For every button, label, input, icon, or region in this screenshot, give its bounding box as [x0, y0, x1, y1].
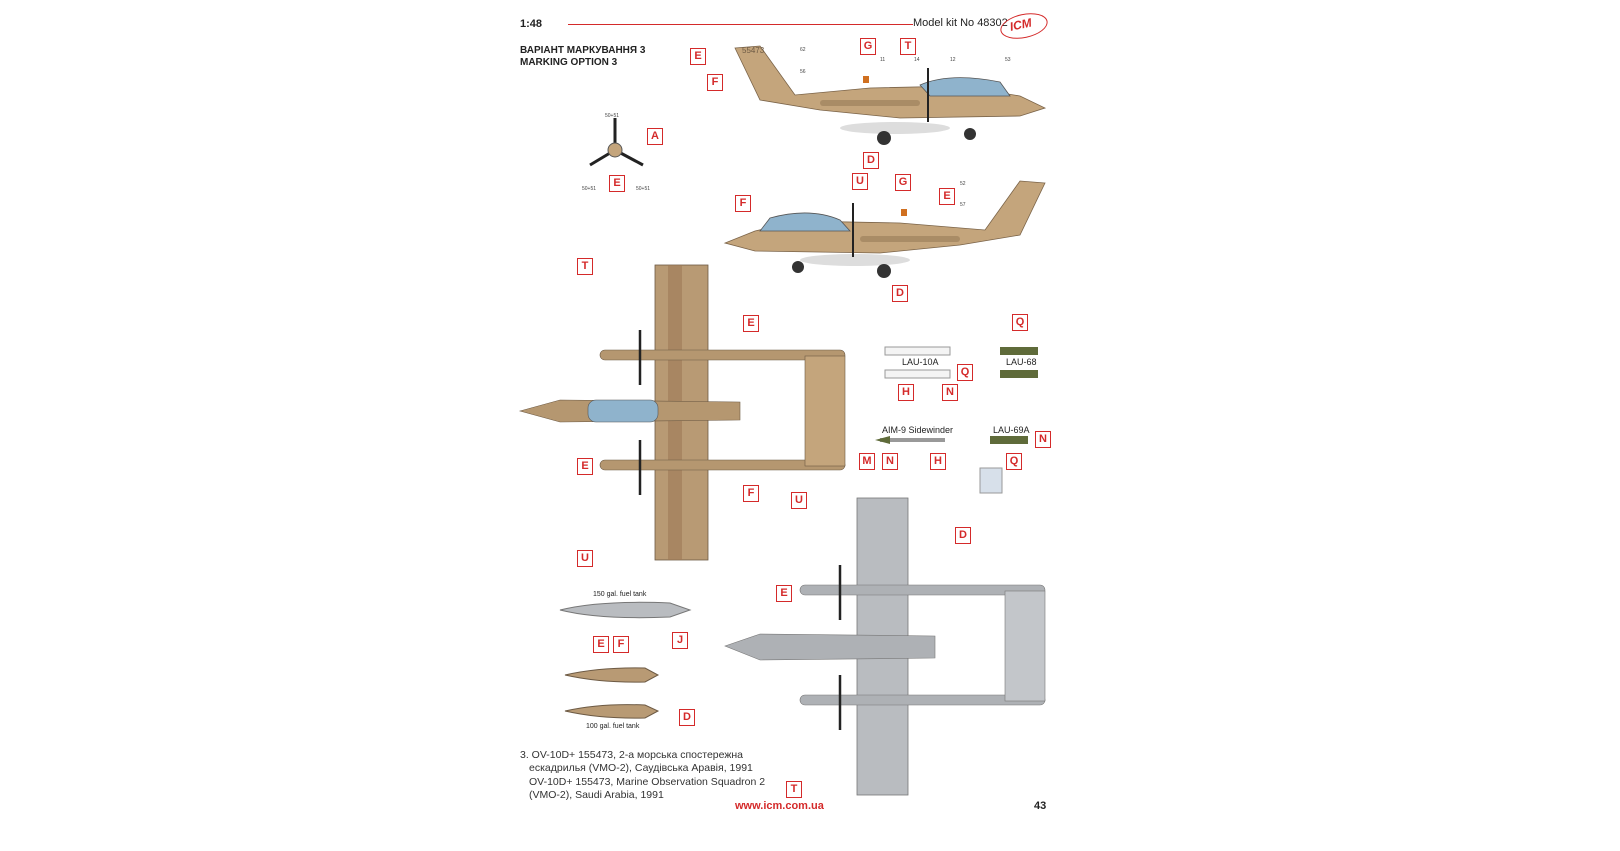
callout: F — [735, 195, 751, 212]
caption-en-line2: (VMO-2), Saudi Arabia, 1991 — [529, 789, 664, 801]
number-label: 56 — [800, 69, 806, 75]
callout: E — [939, 188, 955, 205]
caption-ua-line2: ескадрилья (VMO-2), Саудівська Аравія, 1… — [529, 762, 753, 774]
callout: E — [577, 458, 593, 475]
lau-69a-label: LAU-69A — [993, 425, 1030, 435]
callout: N — [942, 384, 958, 401]
callout: G — [895, 174, 911, 191]
callout: D — [892, 285, 908, 302]
callout: F — [743, 485, 759, 502]
number-label: 11 — [880, 57, 886, 63]
callout: M — [859, 453, 875, 470]
callout: H — [898, 384, 914, 401]
number-label: 53 — [1005, 57, 1011, 63]
title-ua: ВАРІАНТ МАРКУВАННЯ 3 — [520, 45, 646, 56]
tail-serial: 55473 — [742, 46, 765, 55]
callout: T — [786, 781, 802, 798]
header-rule — [568, 24, 913, 25]
callout: J — [672, 632, 688, 649]
number-label: 50+51 — [636, 186, 651, 192]
kit-number: Model kit No 48302 — [913, 17, 1008, 29]
callout: E — [593, 636, 609, 653]
weapons — [875, 346, 1038, 494]
number-label: 50+51 — [582, 186, 597, 192]
callout: D — [863, 152, 879, 169]
callout: F — [613, 636, 629, 653]
callout: T — [900, 38, 916, 55]
side-profile-right — [723, 180, 1046, 278]
callout: N — [882, 453, 898, 470]
title-en: MARKING OPTION 3 — [520, 57, 618, 68]
plan-view-top — [518, 264, 846, 561]
website-link[interactable]: www.icm.com.ua — [735, 800, 824, 812]
callout: D — [679, 709, 695, 726]
number-label: 52 — [960, 181, 966, 187]
number-label: 12 — [950, 57, 956, 63]
page-number: 43 — [1034, 800, 1047, 812]
callout: E — [690, 48, 706, 65]
scale-label: 1:48 — [520, 18, 543, 30]
callout: Q — [1012, 314, 1028, 331]
lau-68-label: LAU-68 — [1006, 357, 1037, 367]
callout: N — [1035, 431, 1051, 448]
number-label: 14 — [914, 57, 920, 63]
callout: T — [577, 258, 593, 275]
caption-ua-line1: 3. OV-10D+ 155473, 2-а морська спостереж… — [520, 749, 744, 761]
caption-en-line1: OV-10D+ 155473, Marine Observation Squad… — [529, 776, 766, 788]
number-label: 62 — [800, 47, 806, 53]
side-profile-left — [734, 45, 1047, 145]
callout: U — [852, 173, 868, 190]
callout: H — [930, 453, 946, 470]
callout: E — [776, 585, 792, 602]
number-label: 50+51 — [605, 113, 620, 119]
aim-9-label: AIM-9 Sidewinder — [882, 425, 954, 435]
fuel-tanks — [559, 601, 692, 719]
callout: U — [791, 492, 807, 509]
callout: D — [955, 527, 971, 544]
fuel-tank-150-label: 150 gal. fuel tank — [593, 591, 647, 598]
number-label: 57 — [960, 202, 966, 208]
callout: G — [860, 38, 876, 55]
lau-10a-label: LAU-10A — [902, 357, 939, 367]
callout: U — [577, 550, 593, 567]
plan-view-bottom — [724, 497, 1046, 796]
callout: E — [609, 175, 625, 192]
propeller-front — [589, 118, 644, 167]
callout: F — [707, 74, 723, 91]
callout: Q — [957, 364, 973, 381]
fuel-tank-100-label: 100 gal. fuel tank — [586, 723, 640, 730]
callout: E — [743, 315, 759, 332]
callout: A — [647, 128, 663, 145]
callout: Q — [1006, 453, 1022, 470]
